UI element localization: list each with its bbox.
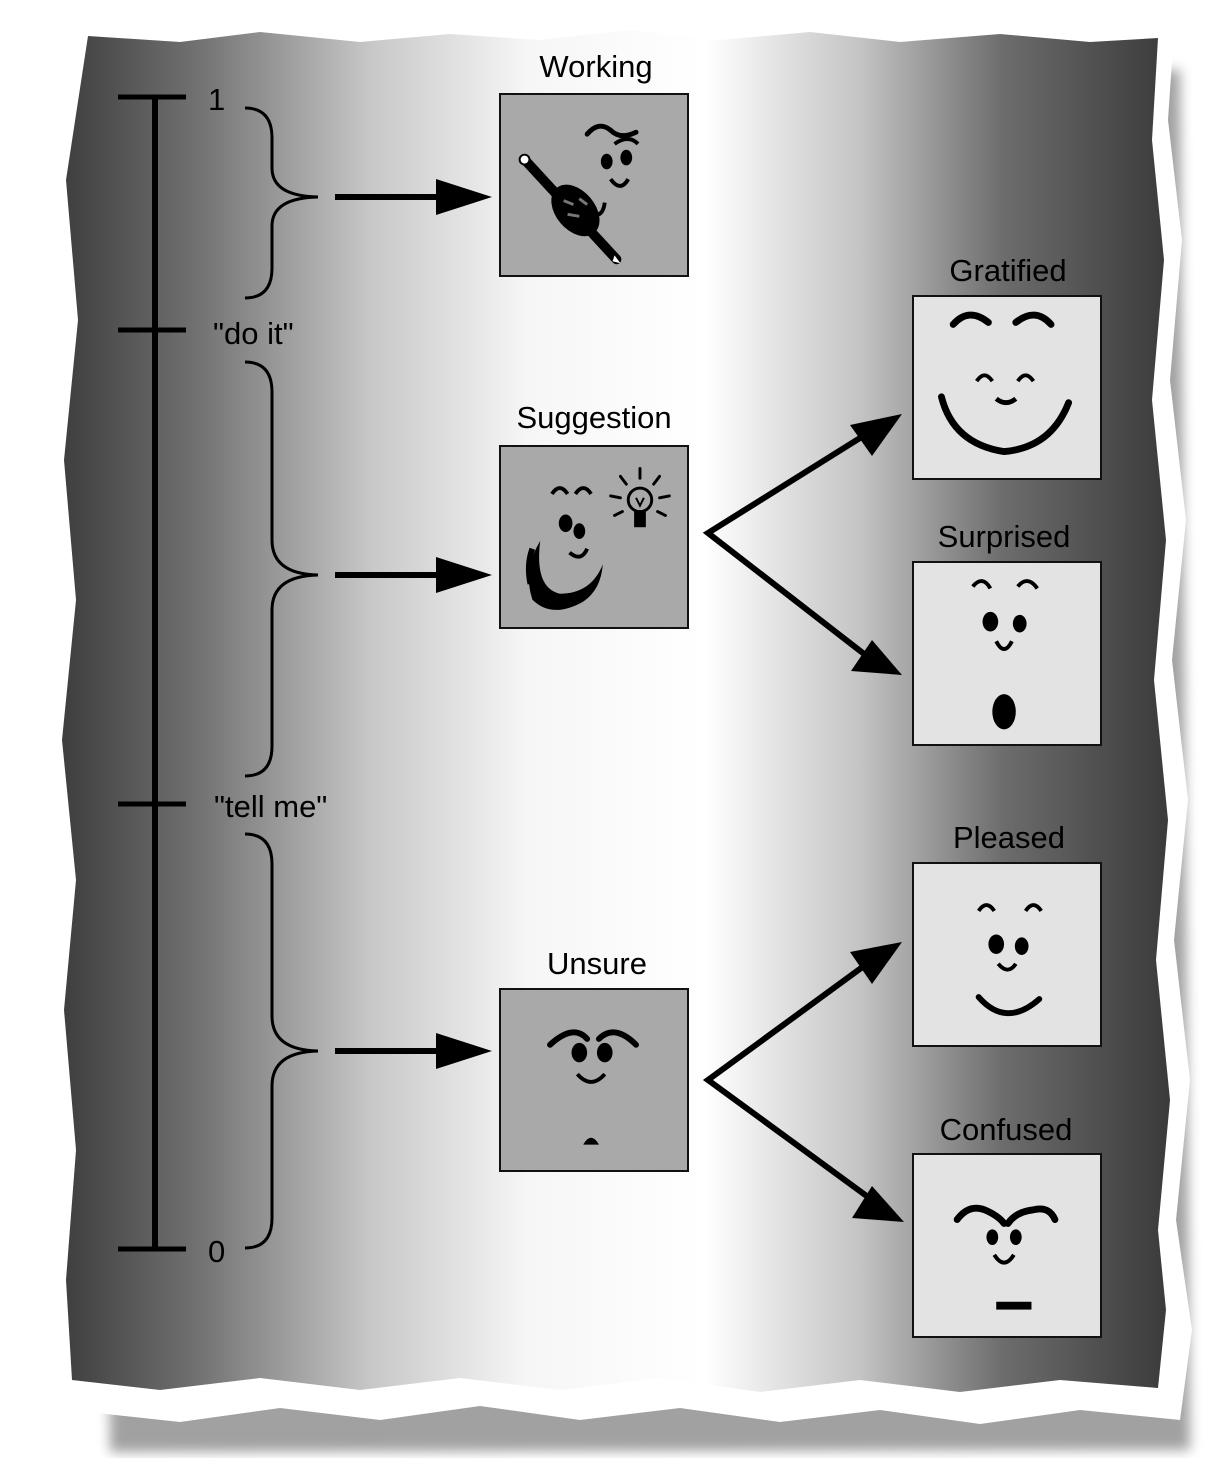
brace-top [244, 106, 319, 300]
state-box-suggestion [499, 445, 689, 629]
outcome-title-pleased: Pleased [952, 820, 1066, 855]
pleased-face-icon [975, 903, 1043, 1017]
brace-bottom [244, 832, 319, 1250]
gratified-face-icon [938, 311, 1073, 456]
outcome-box-surprised [912, 561, 1102, 746]
unsure-face-icon [547, 1029, 639, 1145]
brace-middle [244, 360, 319, 778]
outcome-box-confused [912, 1153, 1102, 1338]
state-title-unsure: Unsure [547, 946, 647, 981]
working-pencil-face-icon [518, 123, 640, 265]
state-box-working [499, 93, 689, 277]
scale-label-bottom: 0 [208, 1234, 226, 1269]
state-box-unsure [499, 988, 689, 1172]
surprised-face-icon [971, 579, 1039, 730]
confused-face-icon [953, 1204, 1059, 1310]
arrowhead-to-pleased [850, 942, 902, 984]
outcome-box-pleased [912, 862, 1102, 1047]
state-title-suggestion: Suggestion [516, 400, 672, 435]
arrowhead-to-surprised [851, 640, 902, 675]
scale-label-top: 1 [208, 82, 226, 117]
outcome-title-surprised: Surprised [937, 519, 1071, 554]
arrowhead-to-confused [852, 1186, 904, 1222]
arrow-branch-unsure [702, 960, 871, 1200]
outcome-box-gratified [912, 295, 1102, 480]
arrowhead-to-gratified [850, 414, 902, 456]
scale-label-tell-me: "tell me" [214, 789, 328, 824]
state-title-working: Working [539, 49, 653, 84]
suggestion-lightbulb-face-icon [525, 467, 671, 610]
scale-label-do-it: "do it" [213, 316, 294, 351]
arrow-branch-suggestion [702, 430, 871, 660]
outcome-title-confused: Confused [939, 1112, 1073, 1147]
outcome-title-gratified: Gratified [949, 253, 1067, 288]
